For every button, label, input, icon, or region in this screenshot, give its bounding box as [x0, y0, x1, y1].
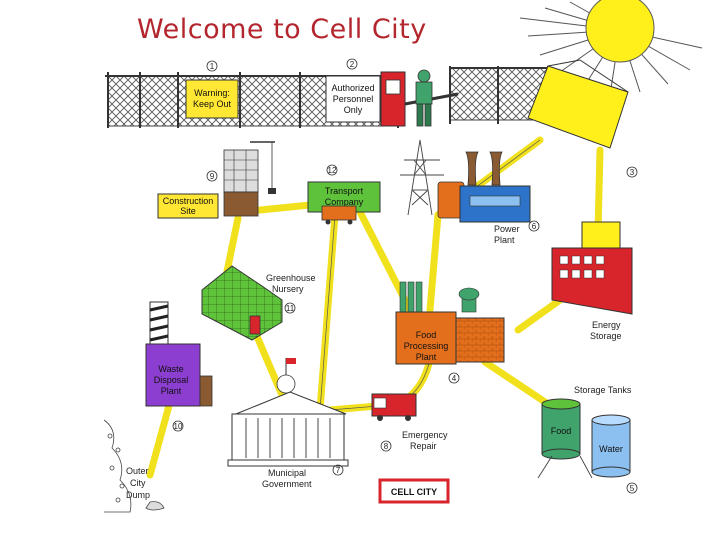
marker-2: 2: [350, 60, 355, 69]
outer-dump-label-3: Dump: [126, 490, 150, 500]
food-processing-plant: [395, 281, 505, 365]
outer-dump-label-2: City: [130, 478, 146, 488]
marker-circle: [626, 166, 638, 178]
transport-line2: Company: [325, 197, 364, 207]
waste-line3: Plant: [161, 386, 182, 396]
cell-city-sign: CELL CITY: [378, 478, 450, 504]
solar-panel: [527, 59, 629, 149]
authorized-sign: Authorized Personnel Only: [325, 75, 381, 123]
waste-line1: Waste: [158, 364, 183, 374]
guard-booth: [380, 71, 406, 127]
emergency-label-2: Repair: [410, 441, 437, 451]
marker-circle: [206, 170, 218, 182]
food-tank-label: Food: [551, 426, 572, 436]
food-processing-line2: Processing: [404, 341, 449, 351]
cell-city-sign-text: CELL CITY: [391, 487, 437, 497]
construction-line2: Site: [180, 206, 196, 216]
fire-truck: [371, 393, 417, 421]
marker-circle: [172, 420, 184, 432]
marker-circle: [326, 164, 338, 176]
power-plant: [437, 151, 531, 223]
marker-5: 5: [630, 484, 635, 493]
security-guard: [415, 69, 433, 127]
marker-circle: [528, 220, 540, 232]
marker-1: 1: [210, 62, 215, 71]
marker-circle: [332, 464, 344, 476]
marker-circle: [346, 58, 358, 70]
warning-sign-line2: Keep Out: [193, 99, 232, 109]
marker-10: 10: [174, 422, 183, 431]
greenhouse-label-1: Greenhouse: [266, 273, 316, 283]
construction-crane: [223, 141, 276, 217]
storage-tanks-label: Storage Tanks: [574, 385, 632, 395]
municipal-label-2: Government: [262, 479, 312, 489]
municipal-building: [227, 358, 349, 467]
warning-sign: Warning: Keep Out: [185, 79, 239, 119]
transport-line1: Transport: [325, 186, 364, 196]
delivery-truck: [321, 205, 357, 225]
authorized-line3: Only: [344, 105, 363, 115]
marker-11: 11: [286, 304, 295, 313]
marker-7: 7: [336, 466, 341, 475]
energy-storage-building: [551, 221, 633, 315]
power-tower: [400, 139, 444, 216]
marker-8: 8: [384, 442, 389, 451]
energy-storage-label-1: Energy: [592, 320, 621, 330]
municipal-label-1: Municipal: [268, 468, 306, 478]
sun: [519, 0, 703, 96]
waste-disposal-plant: [145, 301, 213, 407]
authorized-line2: Personnel: [333, 94, 374, 104]
construction-sign: Construction Site: [157, 193, 219, 219]
water-tank-label: Water: [599, 444, 623, 454]
marker-circle: [380, 440, 392, 452]
warning-sign-line1: Warning:: [194, 88, 230, 98]
emergency-label-1: Emergency: [402, 430, 448, 440]
marker-4: 4: [452, 374, 457, 383]
marker-circle: [626, 482, 638, 494]
outer-city-dump: [103, 419, 165, 513]
food-processing-line3: Plant: [416, 352, 437, 362]
water-tank: [591, 414, 631, 478]
power-plant-label-2: Plant: [494, 235, 515, 245]
marker-12: 12: [328, 166, 337, 175]
outer-dump-label-1: Outer: [126, 466, 149, 476]
marker-circle: [448, 372, 460, 384]
food-processing-line1: Food: [416, 330, 437, 340]
authorized-line1: Authorized: [331, 83, 374, 93]
greenhouse-label-2: Nursery: [272, 284, 304, 294]
marker-circle: [284, 302, 296, 314]
power-plant-label-1: Power: [494, 224, 520, 234]
waste-line2: Disposal: [154, 375, 189, 385]
page-title: Welcome to Cell City: [137, 14, 427, 45]
construction-line1: Construction: [163, 196, 214, 206]
energy-storage-label-2: Storage: [590, 331, 622, 341]
marker-9: 9: [210, 172, 215, 181]
marker-3: 3: [630, 168, 635, 177]
marker-circle: [206, 60, 218, 72]
greenhouse: [201, 265, 283, 341]
marker-6: 6: [532, 222, 537, 231]
